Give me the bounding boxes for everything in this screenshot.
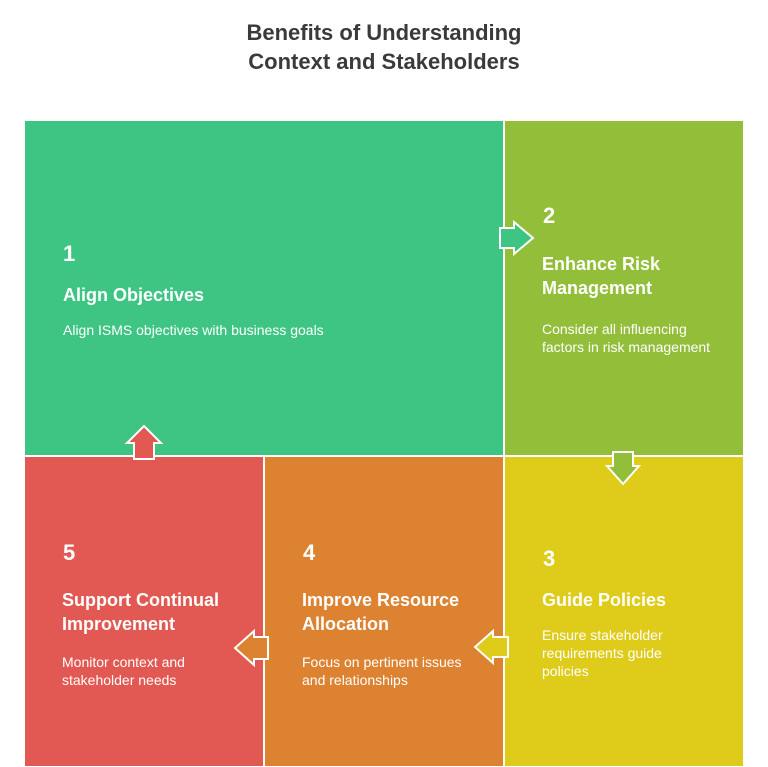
step-number: 3 xyxy=(543,546,556,571)
step-number: 5 xyxy=(63,540,76,565)
step-title: Enhance Risk Management xyxy=(542,254,661,298)
title-line-1: Benefits of Understanding xyxy=(246,20,522,45)
step-description: Align ISMS objectives with business goal… xyxy=(63,322,324,338)
step-title: Guide Policies xyxy=(542,590,667,610)
arrow-up-icon xyxy=(124,424,164,460)
step-title: Align Objectives xyxy=(63,285,205,305)
step-description: Focus on pertinent issues and relationsh… xyxy=(302,654,462,688)
step-5-continual-improvement: 5 Support Continual Improvement Monitor … xyxy=(25,457,263,766)
step-title: Support Continual Improvement xyxy=(62,590,219,634)
arrow-down-icon xyxy=(604,451,642,486)
step-4-resource-allocation: 4 Improve Resource Allocation Focus on p… xyxy=(265,457,503,766)
step-1-align-objectives: 1 Align Objectives Align ISMS objectives… xyxy=(25,121,503,455)
step-3-guide-policies: 3 Guide Policies Ensure stakeholder requ… xyxy=(505,457,743,766)
arrow-left-icon xyxy=(233,628,269,668)
step-description: Consider all influencing factors in risk… xyxy=(542,321,711,355)
step-title: Improve Resource Allocation xyxy=(302,590,460,634)
step-description: Monitor context and stakeholder needs xyxy=(62,654,185,688)
arrow-left-icon xyxy=(473,628,509,666)
step-number: 1 xyxy=(63,241,76,266)
step-description: Ensure stakeholder requirements guide po… xyxy=(542,627,663,679)
arrow-right-icon xyxy=(499,219,535,257)
step-2-enhance-risk: 2 Enhance Risk Management Consider all i… xyxy=(505,121,743,455)
title-line-2: Context and Stakeholders xyxy=(248,49,520,74)
step-number: 4 xyxy=(303,540,316,565)
step-number: 2 xyxy=(543,203,556,228)
